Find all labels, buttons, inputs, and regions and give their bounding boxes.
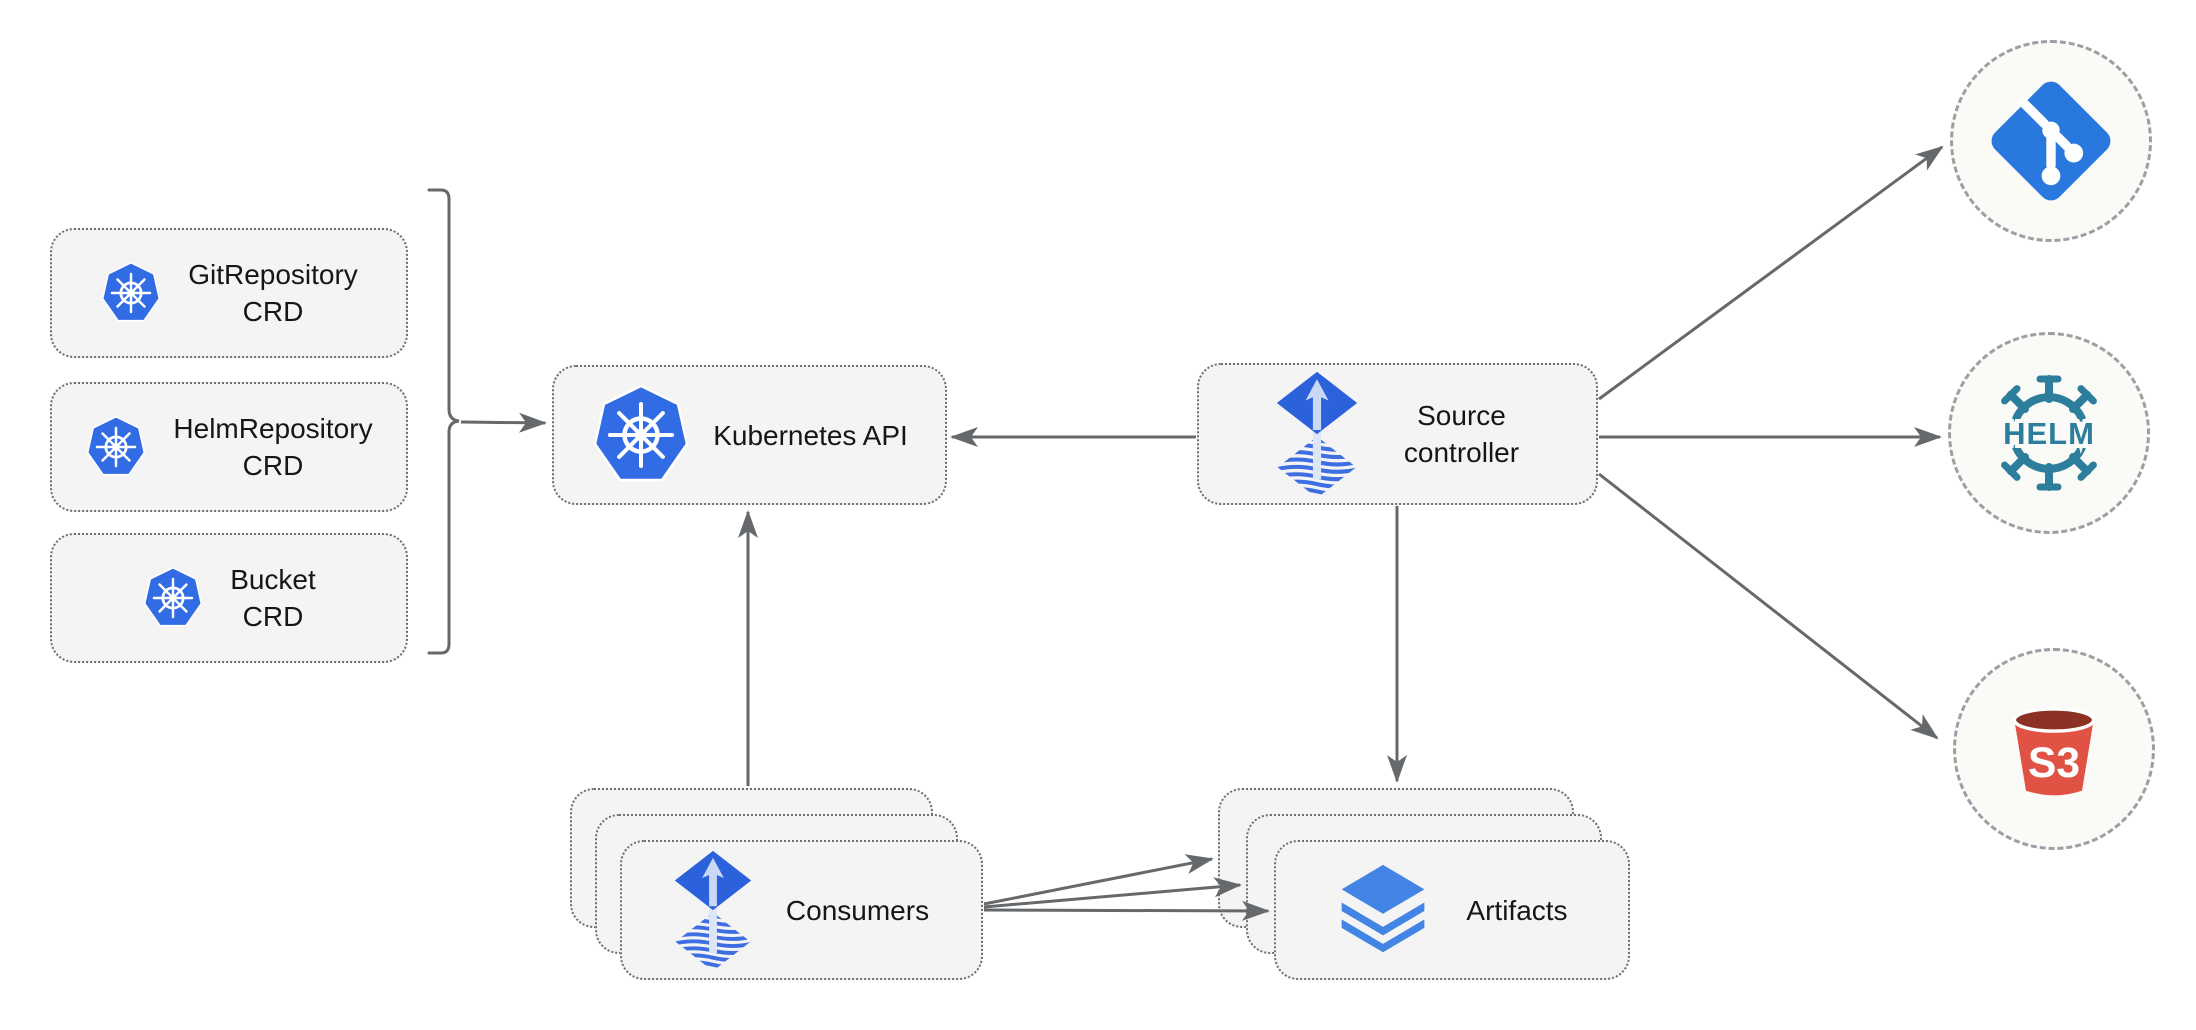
s3-bucket-icon	[1996, 691, 2112, 807]
bucket-crd-label-line1: Bucket	[230, 564, 316, 595]
kubernetes-icon	[100, 261, 162, 325]
box-gitrepository-crd: GitRepository CRD	[50, 228, 408, 358]
crds-group-bracket	[427, 188, 460, 655]
box-kubernetes-api: Kubernetes API	[552, 365, 947, 505]
source-controller-label: Source controller	[1404, 397, 1519, 471]
kubernetes-icon	[142, 566, 204, 630]
arrow-consumers-to-artifacts-1	[983, 854, 1214, 906]
git-icon	[1984, 74, 2118, 208]
arrow-crds-to-api	[460, 412, 547, 433]
circle-helm	[1948, 332, 2150, 534]
gitrepository-crd-label: GitRepository CRD	[188, 256, 358, 330]
bucket-crd-label-line2: CRD	[242, 601, 304, 632]
gitrepository-crd-label-line1: GitRepository	[188, 259, 358, 290]
consumers-label: Consumers	[785, 894, 930, 926]
artifacts-label: Artifacts	[1466, 894, 1568, 926]
box-source-controller: Source controller	[1197, 363, 1598, 505]
box-helmrepository-crd: HelmRepository CRD	[50, 382, 408, 512]
source-controller-label-line2: controller	[1403, 437, 1520, 468]
arrow-consumers-to-artifacts-2	[983, 877, 1242, 909]
kubernetes-api-label: Kubernetes API	[713, 419, 908, 451]
gitrepository-crd-label-line2: CRD	[242, 296, 304, 327]
flux-icon	[674, 850, 752, 971]
box-consumers: Consumers	[620, 840, 983, 980]
helm-icon	[1987, 371, 2111, 495]
box-artifacts: Artifacts	[1274, 840, 1630, 980]
source-controller-label-line1: Source	[1417, 400, 1506, 431]
circle-s3	[1953, 648, 2155, 850]
helmrepository-crd-label: HelmRepository CRD	[173, 410, 372, 484]
flux-icon	[1276, 371, 1358, 498]
helmrepository-crd-label-line2: CRD	[242, 450, 304, 481]
bucket-crd-label: Bucket CRD	[230, 561, 316, 635]
layers-icon	[1336, 863, 1430, 957]
kubernetes-icon	[85, 415, 147, 479]
helmrepository-crd-label-line1: HelmRepository	[173, 413, 373, 444]
kubernetes-icon	[591, 383, 691, 487]
box-bucket-crd: Bucket CRD	[50, 533, 408, 663]
arrow-source-to-git	[1598, 145, 1944, 401]
circle-git	[1950, 40, 2152, 242]
arrow-source-to-s3	[1598, 472, 1939, 740]
